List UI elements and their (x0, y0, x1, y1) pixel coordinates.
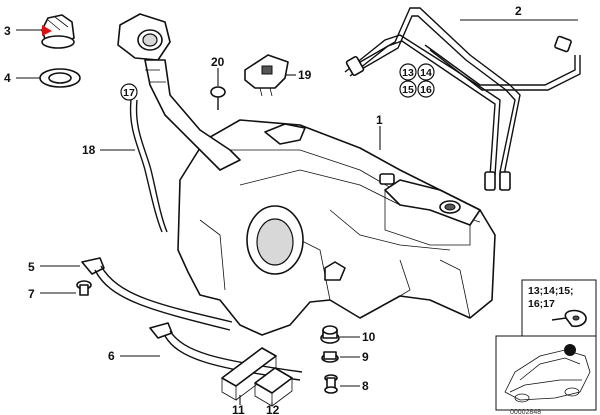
label-6: 6 (108, 349, 115, 363)
label-19: 19 (298, 68, 312, 82)
label-20: 20 (211, 55, 225, 69)
grommet-10 (320, 325, 340, 344)
label-11: 11 (232, 403, 245, 415)
label-4: 4 (4, 71, 11, 85)
tank-bracket (264, 123, 306, 145)
label-8: 8 (362, 379, 369, 393)
label-16: 16 (420, 84, 432, 96)
inset-label-line1: 13;14;15; (528, 285, 574, 297)
inset-clip: 13;14;15; 16;17 (521, 279, 597, 337)
fuel-cap (41, 14, 75, 49)
label-17-circle (120, 83, 138, 101)
label-10: 10 (362, 330, 376, 344)
label-5: 5 (28, 260, 35, 274)
bolt-20 (210, 86, 226, 110)
filler-neck (117, 13, 241, 171)
label-17: 17 (123, 87, 135, 99)
bolt-8 (324, 374, 338, 394)
label-9: 9 (362, 350, 369, 364)
label-2: 2 (515, 4, 522, 18)
seal-ring (39, 68, 81, 88)
drawing-number: 00002848 (510, 409, 541, 415)
fuel-tank (177, 119, 496, 336)
nut-9 (321, 351, 339, 363)
label-3: 3 (4, 24, 11, 38)
label-1: 1 (376, 113, 383, 127)
fuel-lines (344, 7, 581, 191)
fuel-filler-location-icon (564, 344, 576, 356)
label-18: 18 (82, 143, 96, 157)
label-group-13-16: 13 14 15 16 (399, 63, 435, 98)
bolt-7 (76, 280, 92, 296)
label-15: 15 (402, 84, 414, 96)
label-14: 14 (420, 67, 432, 79)
label-13: 13 (402, 67, 414, 79)
inset-car (495, 335, 597, 411)
pad-12 (254, 367, 293, 407)
sensor (244, 54, 289, 97)
strap-rear (81, 257, 233, 331)
label-12: 12 (266, 403, 280, 415)
vent-hose (129, 99, 168, 233)
highlight-arrow-icon (42, 25, 52, 36)
label-7: 7 (28, 287, 35, 301)
inset-label-line2: 16;17 (528, 298, 555, 310)
